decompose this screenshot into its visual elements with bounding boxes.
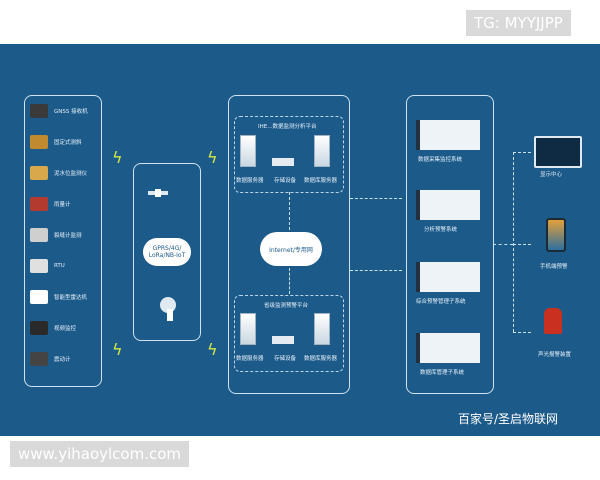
device-label: 震动计 <box>54 357 71 363</box>
server-label: 存储设备 <box>274 356 297 362</box>
storage-icon <box>272 158 294 166</box>
connector-arrow <box>350 198 402 200</box>
app-label: 数据采集监控系统 <box>418 157 463 163</box>
output-label: 声光报警装置 <box>538 352 572 358</box>
device-label: RTU <box>54 263 65 269</box>
satellite-icon <box>146 183 168 203</box>
connector-arrow <box>513 332 531 334</box>
crack-meter-icon <box>30 228 48 242</box>
device-item: 裂缝计监测 <box>30 228 82 242</box>
server-label: 数据库服务器 <box>304 356 338 362</box>
server-icon <box>314 135 330 167</box>
connector-arrow <box>513 244 531 246</box>
signal-bolt-icon: ϟ <box>207 148 218 167</box>
connector-arrow <box>493 244 513 246</box>
device-item: 雨量计 <box>30 197 71 211</box>
network-column <box>133 163 201 341</box>
seismograph-icon <box>30 352 48 366</box>
app-screenshot <box>416 262 480 292</box>
rain-gauge-icon <box>30 197 48 211</box>
server-label: 存储设备 <box>274 178 297 184</box>
server-icon <box>240 313 256 345</box>
connector-line <box>289 268 291 294</box>
device-label: GNSS 接收机 <box>54 109 88 115</box>
bottom-watermark: www.yihaoylcom.com <box>10 441 190 467</box>
corner-watermark: 百家号/圣启物联网 <box>458 412 559 426</box>
connector-line <box>289 192 291 230</box>
device-label: 视频监控 <box>54 326 77 332</box>
connector-arrow <box>513 152 531 154</box>
device-item: 震动计 <box>30 352 71 366</box>
device-label: 雨量计 <box>54 202 71 208</box>
device-label: 泥水位监测仪 <box>54 171 88 177</box>
server-label: 数据服务器 <box>236 356 264 362</box>
storage-icon <box>272 336 294 344</box>
signal-bolt-icon: ϟ <box>207 340 218 359</box>
radar-icon <box>30 290 48 304</box>
device-item: GNSS 接收机 <box>30 104 88 118</box>
server-label: 数据库服务器 <box>304 178 338 184</box>
app-screenshot <box>416 333 480 363</box>
connector-line <box>513 152 515 332</box>
output-label: 显示中心 <box>540 172 563 178</box>
top-watermark: TG: MYYJJPP <box>466 10 571 36</box>
device-label: 裂缝计监测 <box>54 233 82 239</box>
app-screenshot <box>416 120 480 150</box>
phone-icon <box>546 218 566 252</box>
bottom-platform-title: 省级监测预警平台 <box>264 303 309 309</box>
internet-cloud: Internet/专用网 <box>260 232 322 266</box>
top-platform-title: IHE...数据监测分析平台 <box>258 124 317 130</box>
output-label: 手机端预警 <box>540 264 568 270</box>
signal-bolt-icon: ϟ <box>112 148 123 167</box>
camera-icon <box>30 321 48 335</box>
device-item: RTU <box>30 259 65 273</box>
app-screenshot <box>416 190 480 220</box>
connector-arrow <box>350 270 402 272</box>
app-label: 综合预警管理子系统 <box>416 299 466 305</box>
device-item: 泥水位监测仪 <box>30 166 87 180</box>
app-label: 数据库管理子系统 <box>420 370 465 376</box>
signal-bolt-icon: ϟ <box>112 340 123 359</box>
rtu-icon <box>30 259 48 273</box>
app-label: 分析预警系统 <box>424 227 458 233</box>
server-label: 数据服务器 <box>236 178 264 184</box>
device-item: 视频监控 <box>30 321 76 335</box>
server-icon <box>240 135 256 167</box>
device-label: 智能型雷达机 <box>54 295 88 301</box>
network-cloud: GPRS/4G/ LoRa/NB-IoT <box>143 238 191 266</box>
bottom-platform <box>234 295 344 372</box>
server-icon <box>314 313 330 345</box>
alarm-icon <box>544 308 562 334</box>
device-item: 固定式测斜 <box>30 135 82 149</box>
inclinometer-icon <box>30 135 48 149</box>
water-level-icon <box>30 166 48 180</box>
dish-icon <box>158 295 182 327</box>
device-column <box>24 95 102 387</box>
monitor-icon <box>534 136 582 168</box>
gnss-receiver-icon <box>30 104 48 118</box>
device-item: 智能型雷达机 <box>30 290 87 304</box>
center-column <box>228 95 350 394</box>
device-label: 固定式测斜 <box>54 140 82 146</box>
